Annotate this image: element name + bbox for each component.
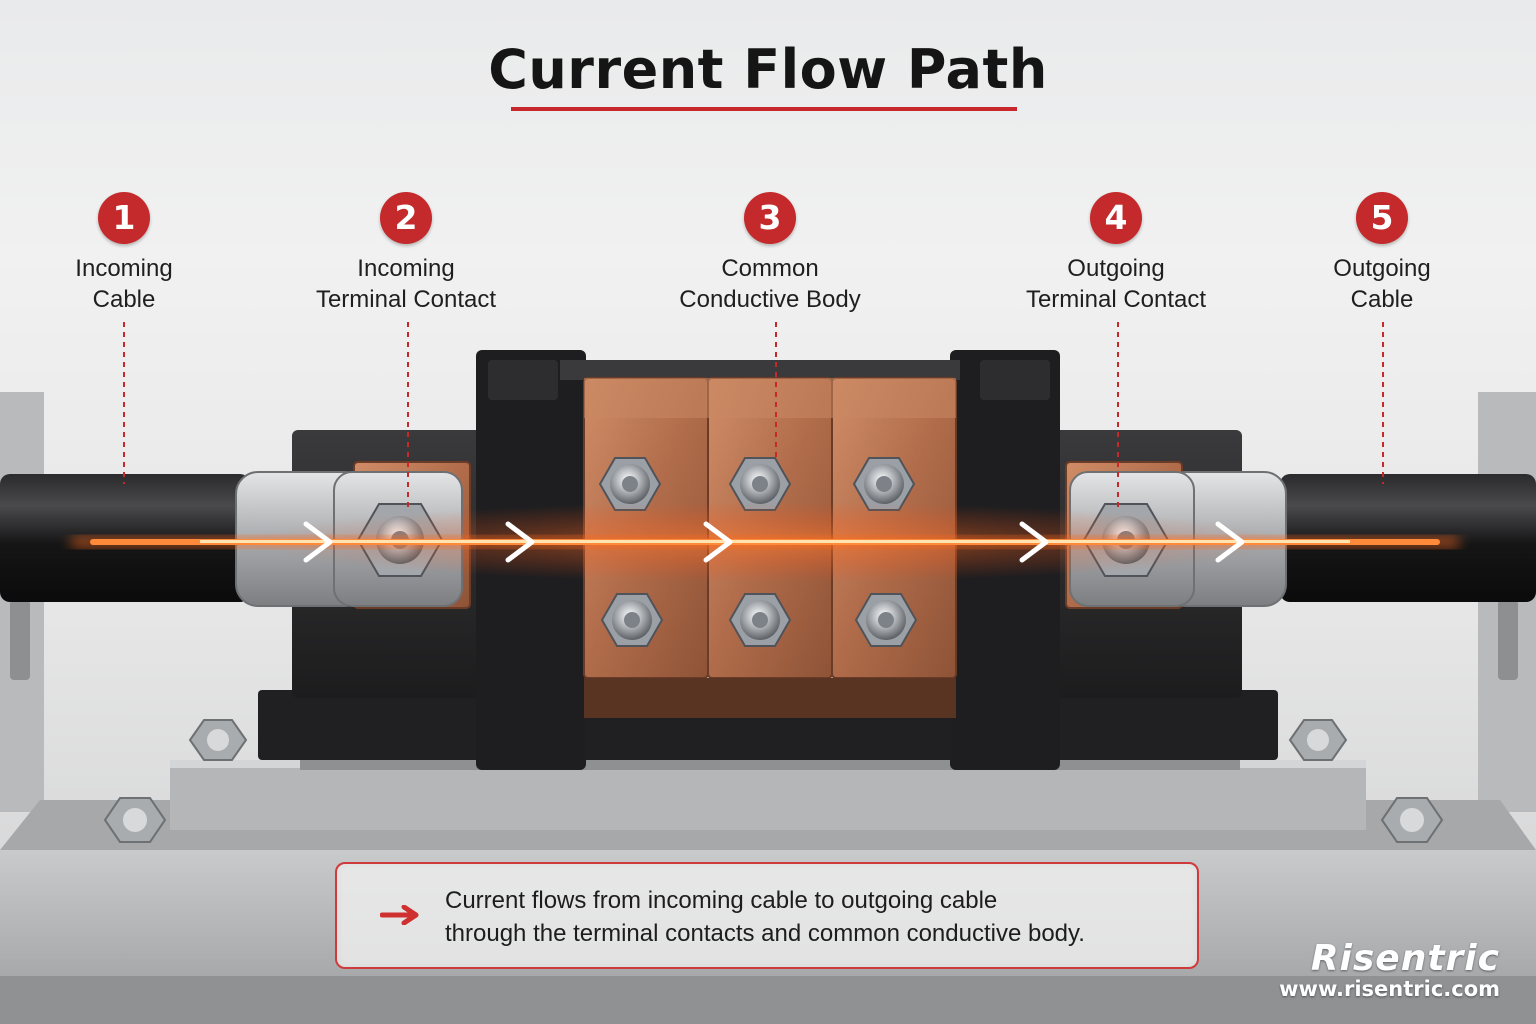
step-label: Incoming Cable [0,253,254,315]
step-incoming-cable: 1 Incoming Cable [0,192,254,315]
flow-description-box: Current flows from incoming cable to out… [335,862,1199,969]
numbered-badge-icon: 4 [1090,192,1142,244]
step-label-line: Incoming [0,253,254,284]
numbered-badge-icon: 5 [1356,192,1408,244]
step-label-line: Common [640,253,900,284]
brand-url: www.risentric.com [1279,977,1500,1001]
brand-name: Risentric [1279,938,1500,979]
flow-description-line: through the terminal contacts and common… [445,917,1175,950]
step-label: Common Conductive Body [640,253,900,315]
brand-watermark: Risentric www.risentric.com [1279,938,1500,1001]
step-label: Incoming Terminal Contact [276,253,536,315]
step-label-line: Outgoing [1252,253,1512,284]
step-common-conductive-body: 3 Common Conductive Body [640,192,900,315]
step-label: Outgoing Cable [1252,253,1512,315]
step-label-line: Cable [1252,284,1512,315]
step-label-line: Terminal Contact [986,284,1246,315]
step-incoming-terminal-contact: 2 Incoming Terminal Contact [276,192,536,315]
step-outgoing-terminal-contact: 4 Outgoing Terminal Contact [986,192,1246,315]
step-label-line: Cable [0,284,254,315]
numbered-badge-icon: 3 [744,192,796,244]
red-arrow-icon [380,905,426,925]
step-label-line: Incoming [276,253,536,284]
numbered-badge-icon: 2 [380,192,432,244]
step-label-line: Conductive Body [640,284,900,315]
flow-description-text: Current flows from incoming cable to out… [445,884,1175,950]
step-label-line: Outgoing [986,253,1246,284]
step-outgoing-cable: 5 Outgoing Cable [1252,192,1512,315]
numbered-badge-icon: 1 [98,192,150,244]
step-label: Outgoing Terminal Contact [986,253,1246,315]
flow-description-line: Current flows from incoming cable to out… [445,884,1175,917]
step-label-line: Terminal Contact [276,284,536,315]
